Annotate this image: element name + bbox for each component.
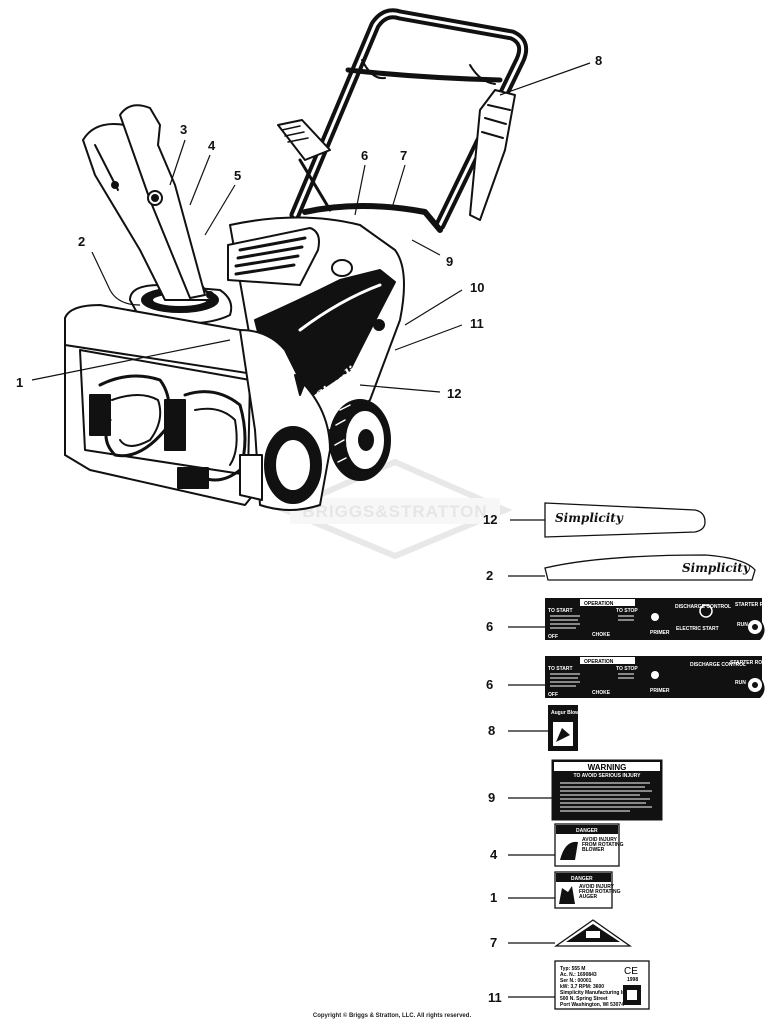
decal-number-12: 12 bbox=[483, 512, 497, 527]
decal-6a-operation: 6 OPERATION TO START TO STOP OFF CHOKE P… bbox=[486, 598, 774, 640]
plate-type: Typ: 555 M bbox=[560, 966, 585, 972]
decal-number-11: 11 bbox=[488, 990, 502, 1005]
decal-number-6a: 6 bbox=[486, 619, 493, 634]
decal-9-title: WARNING bbox=[588, 763, 627, 772]
decal-number-6b: 6 bbox=[486, 677, 493, 692]
callout-4: 4 bbox=[208, 138, 216, 153]
plate-address2: Port Washington, WI 53074 bbox=[560, 1002, 624, 1008]
decal-6b-discharge: DISCHARGE CONTROL bbox=[690, 662, 746, 668]
decal-6b-to-stop: TO STOP bbox=[616, 666, 638, 672]
decal-6a-off: OFF bbox=[548, 634, 558, 640]
decal-6b-off: OFF bbox=[548, 692, 558, 698]
callout-7: 7 bbox=[400, 148, 407, 163]
decal-8-text: Augur Blower Control bbox=[551, 710, 604, 716]
decal-6a-to-stop: TO STOP bbox=[616, 608, 638, 614]
decal-7-triangle: 7 bbox=[490, 919, 633, 950]
callout-12: 12 bbox=[447, 386, 461, 401]
callout-3: 3 bbox=[180, 122, 187, 137]
decal-number-4: 4 bbox=[490, 847, 498, 862]
decal-4-line1: AVOID INJURY bbox=[582, 837, 618, 843]
decal-9-warning: 9 WARNING TO AVOID SERIOUS INJURY bbox=[488, 759, 663, 821]
callout-10: 10 bbox=[470, 280, 484, 295]
decal-12-brand: Simplicity bbox=[555, 511, 624, 525]
decal-6a-choke: CHOKE bbox=[592, 632, 611, 638]
decal-6a-electric-start: ELECTRIC START bbox=[676, 626, 719, 632]
decal-6a-starter-rope: STARTER ROPE bbox=[735, 602, 774, 608]
decal-2-brand: Simplicity bbox=[682, 561, 751, 575]
plate-ce-mark: CE bbox=[624, 966, 638, 977]
decal-4-line2: FROM ROTATING bbox=[582, 842, 624, 848]
decal-6b-choke: CHOKE bbox=[592, 690, 611, 696]
callout-1: 1 bbox=[16, 375, 23, 390]
decal-8: 8 Augur Blower Control bbox=[488, 705, 604, 751]
machine-leader-lines bbox=[31, 62, 591, 393]
snow-thrower-illustration: Simplicity bbox=[64, 8, 529, 511]
decal-number-7: 7 bbox=[490, 935, 497, 950]
decal-number-8: 8 bbox=[488, 723, 495, 738]
callout-2: 2 bbox=[78, 234, 85, 249]
decal-2: 2 Simplicity bbox=[486, 554, 756, 583]
decal-1-line2: FROM ROTATING bbox=[579, 889, 621, 895]
decal-11-serial-plate: 11 Typ: 555 M Ac. N.: 1690843 Ser N.: 00… bbox=[488, 960, 650, 1010]
decal-number-2: 2 bbox=[486, 568, 493, 583]
plate-address1: 500 N. Spring Street bbox=[560, 996, 608, 1002]
decal-6b-primer: PRIMER bbox=[650, 688, 670, 694]
watermark-text: BRIGGS&STRATTON bbox=[302, 502, 487, 521]
callout-11: 11 bbox=[470, 316, 484, 331]
plate-ser-no: Ser N.: 00001 bbox=[560, 978, 592, 984]
decal-6b-title: OPERATION bbox=[584, 659, 614, 665]
decal-6b-starter-rope: STARTER ROPE bbox=[730, 660, 769, 666]
decal-6a-run: RUN bbox=[737, 622, 748, 628]
decal-4-title: DANGER bbox=[576, 828, 598, 834]
decal-4-danger: 4 DANGER AVOID INJURY FROM ROTATING BLOW… bbox=[490, 823, 624, 867]
decal-6b-operation: 6 OPERATION TO START TO STOP OFF CHOKE P… bbox=[486, 656, 769, 698]
decal-6b-to-start: TO START bbox=[548, 666, 573, 672]
machine-callouts: 1 2 3 4 5 6 7 8 9 10 11 12 bbox=[16, 53, 602, 401]
callout-6: 6 bbox=[361, 148, 368, 163]
copyright-notice: Copyright © Briggs & Stratton, LLC. All … bbox=[312, 1013, 472, 1019]
decal-6a-title: OPERATION bbox=[584, 601, 614, 607]
plate-ac-no: Ac. N.: 1690843 bbox=[560, 972, 597, 978]
plate-year: 1998 bbox=[627, 977, 638, 983]
callout-5: 5 bbox=[234, 168, 241, 183]
decal-1-title: DANGER bbox=[571, 876, 593, 882]
decal-1-line1: AVOID INJURY bbox=[579, 884, 615, 890]
callout-9: 9 bbox=[446, 254, 453, 269]
decal-9-subtitle: TO AVOID SERIOUS INJURY bbox=[574, 773, 642, 779]
decal-4-line3: BLOWER bbox=[582, 847, 605, 853]
decal-12: 12 Simplicity bbox=[483, 502, 706, 538]
decal-1-danger: 1 DANGER AVOID INJURY FROM ROTATING AUGE… bbox=[490, 871, 621, 909]
callout-8: 8 bbox=[595, 53, 602, 68]
decal-6a-primer: PRIMER bbox=[650, 630, 670, 636]
decal-6a-to-start: TO START bbox=[548, 608, 573, 614]
plate-kw: kW: 3,7 RPM: 3600 bbox=[560, 984, 604, 990]
decal-1-line3: AUGER bbox=[579, 894, 597, 900]
decal-number-1: 1 bbox=[490, 890, 497, 905]
decal-number-9: 9 bbox=[488, 790, 495, 805]
decal-6a-discharge: DISCHARGE CONTROL bbox=[675, 604, 731, 610]
decal-6b-run: RUN bbox=[735, 680, 746, 686]
plate-company: Simplicity Manufacturing Inc. bbox=[560, 990, 630, 996]
